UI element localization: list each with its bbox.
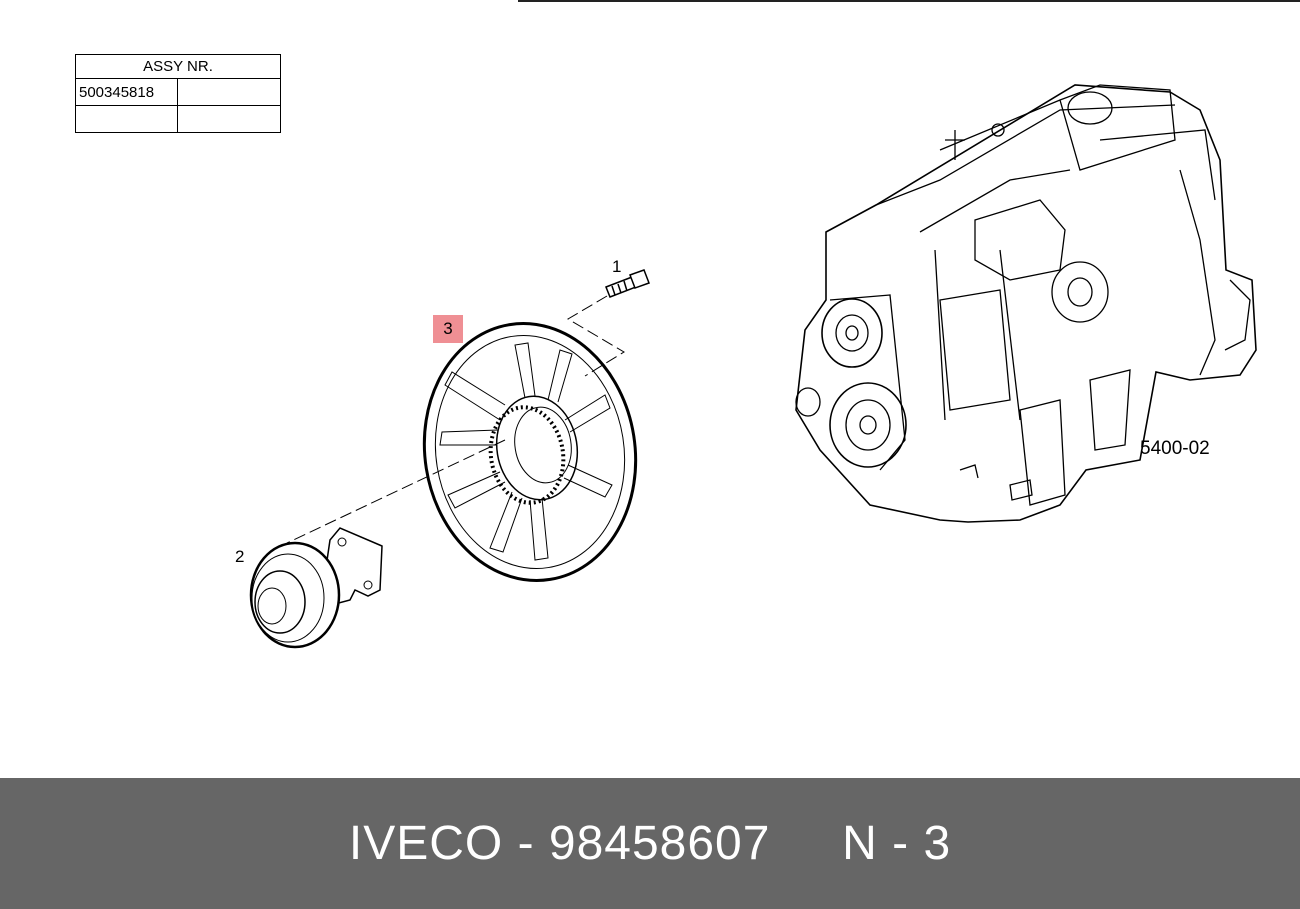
- callout-2: 2: [235, 547, 245, 566]
- assy-cell: [75, 105, 178, 133]
- callout-1: 1: [612, 257, 622, 276]
- table-row: [75, 105, 281, 133]
- fan-part: [422, 322, 638, 582]
- table-row: 500345818: [75, 78, 281, 106]
- assy-cell: [177, 105, 281, 133]
- assy-number-cell: 500345818: [75, 78, 178, 106]
- bolt-part: [605, 269, 650, 298]
- engine-illustration: [795, 84, 1257, 523]
- assembly-lines: [286, 295, 625, 544]
- sheet-code: 5400-02: [1140, 438, 1210, 459]
- footer-banner: IVECO - 98458607 N - 3: [0, 778, 1300, 909]
- clutch-part: [249, 527, 383, 649]
- part-number-label: IVECO - 98458607 N - 3: [348, 817, 952, 870]
- top-rule: [518, 0, 1300, 2]
- assy-table: ASSY NR. 500345818: [75, 54, 281, 133]
- assy-table-header: ASSY NR.: [75, 54, 281, 79]
- callout-3: 3: [433, 315, 463, 343]
- parts-diagram: [249, 84, 1257, 649]
